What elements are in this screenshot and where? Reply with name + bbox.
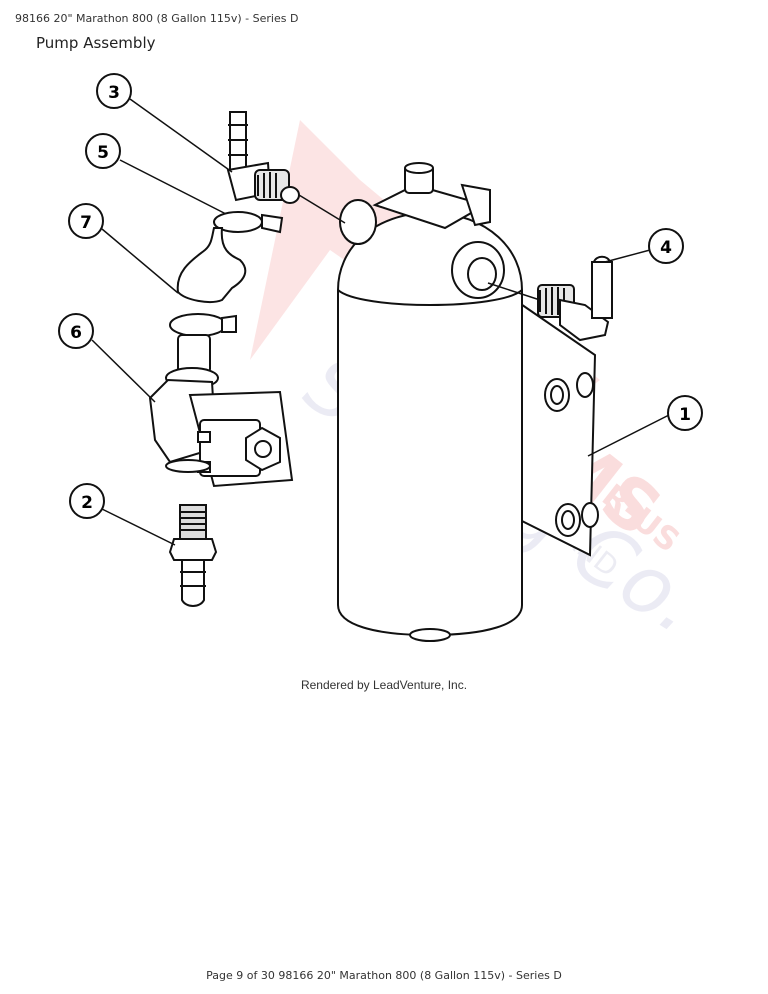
document-header: 98166 20" Marathon 800 (8 Gallon 115v) -…: [15, 12, 299, 25]
hose-barb-top-part: [226, 111, 300, 204]
callout-1: 1: [667, 395, 703, 431]
callout-5-label: 5: [97, 143, 109, 163]
callout-2-label: 2: [81, 493, 93, 513]
hose-and-clamp-part: [169, 211, 284, 337]
callout-6-label: 6: [70, 323, 82, 343]
callout-4: 4: [648, 228, 684, 264]
callout-4-label: 4: [660, 238, 672, 258]
leader-lines: [91, 98, 670, 546]
callout-7-label: 7: [80, 213, 92, 233]
callout-3: 3: [96, 73, 132, 109]
section-title: Pump Assembly: [36, 34, 156, 52]
render-credit: Rendered by LeadVenture, Inc.: [300, 678, 468, 692]
callout-6: 6: [58, 313, 94, 349]
callout-2: 2: [69, 483, 105, 519]
solenoid-valve-part: [148, 334, 294, 488]
callout-7: 7: [68, 203, 104, 239]
callout-5: 5: [85, 133, 121, 169]
elbow-fitting-part: [537, 255, 613, 342]
hose-barb-bottom-part: [168, 504, 218, 607]
pump-assembly-diagram: VACUUMS R-US AND Sewing Co.: [58, 73, 716, 652]
callout-1-label: 1: [679, 405, 691, 425]
page-footer: Page 9 of 30 98166 20" Marathon 800 (8 G…: [206, 969, 562, 982]
callout-3-label: 3: [108, 83, 120, 103]
